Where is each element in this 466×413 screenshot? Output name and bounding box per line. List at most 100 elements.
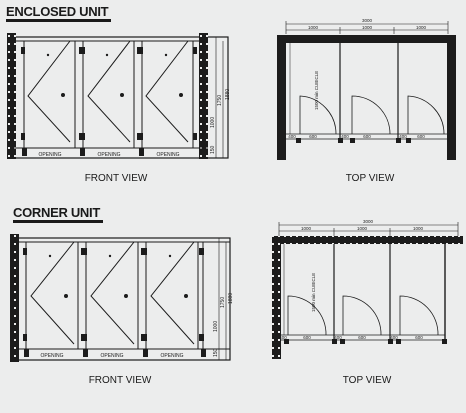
opening-label: OPENING [100, 353, 123, 359]
hinge [21, 133, 25, 140]
foot [396, 138, 401, 143]
door-swing [299, 95, 337, 135]
hinge [141, 248, 147, 255]
hinge [21, 47, 25, 54]
enclosed-unit-title-text: ENCLOSED UNIT [6, 4, 109, 19]
dim-panel: 400 [341, 134, 349, 139]
corner-front-view-label: FRONT VIEW [88, 375, 152, 386]
dim-door: 600 [415, 335, 423, 340]
door-swing-mark [150, 241, 195, 345]
door-swing [351, 95, 391, 135]
dim-panel: 400 [288, 134, 296, 139]
pedestal-foot [80, 148, 85, 156]
foot [284, 339, 289, 344]
foot [332, 339, 337, 344]
hinge [193, 133, 197, 140]
door-lock [124, 294, 128, 298]
side-wall-right [447, 35, 456, 160]
foot [338, 138, 343, 143]
pedestal-foot [83, 349, 88, 357]
door-panel [85, 241, 139, 350]
corner-front-view [10, 234, 231, 362]
coat-hook [108, 254, 112, 258]
door-swing [407, 95, 445, 135]
door-swing [342, 295, 382, 336]
door-panel [25, 241, 79, 350]
dim-overall-height: 1880 [228, 293, 234, 304]
corner-unit-title-text: CORNER UNIT [13, 205, 100, 220]
door-panel [82, 40, 135, 149]
dim-cubicle-height: 1750 [220, 297, 226, 308]
dim-panel: 400 [279, 335, 287, 340]
coat-hook [48, 254, 52, 258]
hinge [23, 248, 27, 255]
side-wall-left [272, 236, 281, 359]
dim-bay: 1000 [416, 25, 427, 30]
enclosed-front-view [7, 33, 229, 159]
foot [296, 138, 301, 143]
pedestal-foot [24, 349, 29, 357]
opening-label: OPENING [156, 152, 179, 158]
pedestal-foot [143, 349, 148, 357]
door-swing-mark [30, 241, 75, 345]
foot [406, 138, 411, 143]
door-swing-mark [90, 241, 135, 345]
hinge [193, 47, 197, 54]
corner-top-view [272, 222, 463, 359]
door-lock [184, 294, 188, 298]
door-lock [64, 294, 68, 298]
corner-unit-title: CORNER UNIT [13, 205, 103, 223]
dim-cubicle-depth: 1500 min CUBICLE [314, 71, 319, 110]
coat-hook [168, 254, 172, 258]
hinge [79, 47, 85, 54]
opening-label: OPENING [160, 353, 183, 359]
enclosed-top-view-label: TOP VIEW [345, 173, 395, 184]
hinge [79, 133, 85, 140]
dim-lock-height: 1000 [213, 321, 219, 332]
dim-door: 600 [417, 134, 425, 139]
side-wall-left [277, 35, 286, 160]
enclosed-top-labels: 3000 1000 1000 1000 1500 min CUBICLE 600… [288, 18, 426, 139]
foot [350, 138, 355, 143]
dim-panel: 400 [390, 335, 398, 340]
dim-overall-height: 1880 [225, 89, 231, 100]
hinge [137, 133, 143, 140]
dim-overall-width: 3000 [362, 18, 373, 23]
corner-front-labels: OPENING OPENING OPENING 1880 1750 1000 1… [40, 293, 234, 359]
foot [442, 339, 447, 344]
dim-bay: 1000 [362, 25, 373, 30]
dim-door: 600 [309, 134, 317, 139]
door-lock [179, 93, 183, 97]
enclosed-front-labels: OPENING OPENING OPENING 1880 1750 1000 1… [38, 89, 231, 158]
dim-overall-width: 3000 [363, 219, 374, 224]
dim-door: 600 [358, 335, 366, 340]
pedestal-foot [22, 148, 27, 156]
hinge [23, 334, 27, 341]
door-swing-mark [145, 40, 189, 143]
back-wall [279, 236, 463, 244]
door-swing [399, 295, 439, 336]
coat-hook [46, 53, 50, 57]
door-lock [61, 93, 65, 97]
dim-foot-height: 150 [213, 348, 219, 357]
back-wall [277, 35, 456, 43]
door-swing-mark [87, 40, 131, 143]
dim-cubicle-depth: 1500 min CUBICLE [311, 273, 316, 312]
door-swing [287, 295, 327, 336]
corner-top-view-label: TOP VIEW [342, 375, 392, 386]
hinge [199, 248, 204, 255]
dim-panel: 400 [399, 134, 407, 139]
left-pilaster [10, 234, 19, 362]
title-underline [13, 220, 103, 223]
corner-top-labels: 3000 1000 1000 1000 1500 min CUBICLE 600… [279, 219, 423, 340]
coat-hook [105, 53, 109, 57]
opening-label: OPENING [97, 152, 120, 158]
opening-label: OPENING [40, 353, 63, 359]
coat-hook [164, 53, 168, 57]
door-panel [145, 241, 199, 350]
opening-label: OPENING [38, 152, 61, 158]
enclosed-unit-title: ENCLOSED UNIT [6, 4, 111, 22]
dim-door: 600 [303, 335, 311, 340]
